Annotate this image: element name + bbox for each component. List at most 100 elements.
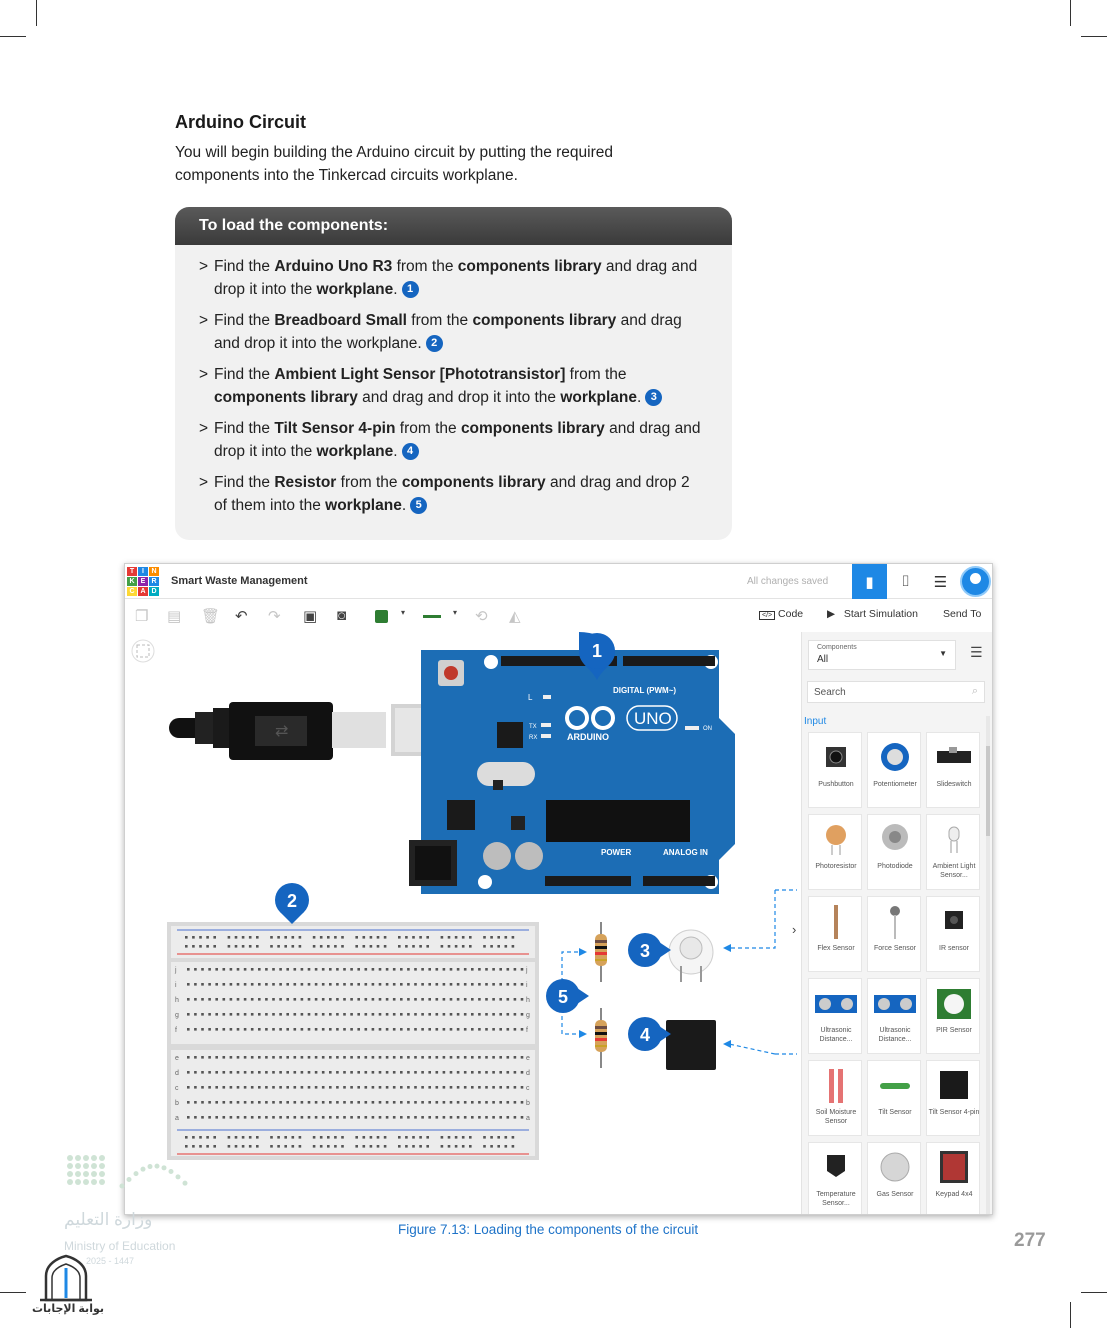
component-tile[interactable]: Tilt Sensor 4-pin [926,1060,980,1136]
component-tile[interactable]: Tilt Sensor [867,1060,921,1136]
wire-type-icon[interactable] [423,615,441,618]
component-tile[interactable]: Slideswitch [926,732,980,808]
chevron-down-icon[interactable]: ▾ [401,608,406,617]
breadboard-row-label: a [526,1115,530,1122]
arduino-uno-board[interactable]: DIGITAL (PWM~) L UNO ARDUINO ON TX RX [409,650,735,894]
component-name: Photoresistor [815,863,857,870]
step-text: from the [392,258,458,275]
project-title[interactable]: Smart Waste Management [171,575,308,587]
drag-guide-arrows [579,944,731,1048]
on-led-label: ON [703,726,712,732]
step-number-badge: 5 [410,497,428,514]
breadboard-row-label: h [526,997,530,1004]
send-to-button[interactable]: Send To [943,608,982,620]
step-item: >Find the Ambient Light Sensor [Phototra… [199,363,706,409]
undo-icon[interactable]: ↶ [235,608,248,625]
l-led-label: L [528,693,533,702]
breadboard-row-label: c [526,1085,530,1092]
panel-collapse-icon[interactable]: › [792,922,797,937]
resistor-bottom[interactable] [595,1008,607,1068]
component-tile[interactable]: Photoresistor [808,814,862,890]
component-tile[interactable]: Ultrasonic Distance... [867,978,921,1054]
breadboard-row-label: d [175,1070,179,1077]
step-keyword: workplane [560,389,638,406]
components-filter-select[interactable]: Components All ▼ [808,640,956,670]
delete-icon[interactable]: 🗑 [201,608,221,625]
component-tile[interactable]: Pushbutton [808,732,862,808]
breadboard-row-label: f [175,1027,177,1034]
resistor-top[interactable] [595,922,607,982]
digital-label: DIGITAL (PWM~) [613,686,676,695]
component-tile[interactable]: Ambient Light Sensor... [926,814,980,890]
tx-label: TX [529,724,537,730]
component-list-button[interactable]: ☰ [923,564,958,599]
step-text: . [393,443,398,460]
component-tile[interactable]: IR sensor [926,896,980,972]
keypad-icon [927,1149,981,1185]
step-keyword: Tilt Sensor 4-pin [274,420,396,437]
component-tile[interactable]: Flex Sensor [808,896,862,972]
soil-moisture-sensor-icon [809,1067,863,1103]
photoresistor-icon [809,821,863,857]
rotate-icon[interactable]: ⟲ [475,608,488,625]
panel-scrollbar[interactable] [986,716,990,1214]
component-tile[interactable]: Ultrasonic Distance... [808,978,862,1054]
schematic-view-button[interactable]: ⌷ [888,564,923,599]
redo-icon[interactable]: ↷ [268,608,281,625]
code-button[interactable]: </> Code [759,608,803,620]
component-name: Slideswitch [936,781,972,788]
ambient-light-sensor-icon [927,821,981,857]
start-simulation-button[interactable]: ▶ Start Simulation [827,608,918,620]
crop-mark [36,0,37,26]
step-keyword: Ambient Light Sensor [Phototransistor] [274,366,566,383]
breadboard-row-label: c [175,1085,179,1092]
pir-sensor-icon [927,985,981,1021]
circuit-view-button[interactable]: ▮ [852,564,887,599]
callout-2: 2 [275,883,309,924]
step-text: and drag and drop it into the workplane. [214,312,682,352]
list-view-toggle-icon[interactable]: ☰ [970,644,983,660]
step-text: and drag and drop it into the [214,258,698,298]
force-sensor-icon [868,903,922,939]
chevron-down-icon[interactable]: ▾ [453,608,458,617]
component-tile[interactable]: PIR Sensor [926,978,980,1054]
notes-icon[interactable]: ▣ [303,608,318,625]
component-name: Gas Sensor [876,1191,914,1198]
breadboard-row-label: e [526,1055,530,1062]
code-icon: </> [759,611,776,620]
callout-3: 3 [628,933,671,967]
paste-icon[interactable]: ▤ [167,608,182,625]
intro-paragraph: You will begin building the Arduino circ… [175,144,614,184]
user-avatar[interactable] [960,566,991,597]
color-swatch-icon[interactable] [375,610,388,623]
component-tile[interactable]: Temperature Sensor... [808,1142,862,1214]
component-tile[interactable]: Gas Sensor [867,1142,921,1214]
ambient-light-sensor[interactable] [668,929,714,982]
copy-icon[interactable]: ❐ [135,608,149,625]
schematic-icon: ⌷ [900,573,910,590]
component-tile[interactable]: Force Sensor [867,896,921,972]
usb-cable[interactable]: ⇄ [169,702,467,760]
step-text: Find the [214,312,275,329]
note-visibility-icon[interactable]: ◙ [337,607,347,624]
component-name: PIR Sensor [936,1027,972,1034]
logo-letter: N [149,567,159,576]
component-name: Tilt Sensor 4-pin [928,1109,980,1116]
component-tile[interactable]: Soil Moisture Sensor [808,1060,862,1136]
search-input[interactable]: Search ⌕ [807,681,985,703]
component-tile[interactable]: Photodiode [867,814,921,890]
tilt-sensor-4pin[interactable] [666,1020,716,1070]
workplane[interactable]: ⇄ DIGITAL (PWM~) L [125,632,797,1214]
step-keyword: workplane [325,497,402,514]
flip-icon[interactable]: ◭ [509,608,521,625]
logo-letter: E [138,577,148,586]
breadboard-holes [185,936,524,1148]
component-tile[interactable]: Potentiometer [867,732,921,808]
fit-view-icon[interactable] [131,639,155,663]
component-tile[interactable]: Keypad 4x4 [926,1142,981,1214]
breadboard-row-label: e [175,1055,179,1062]
